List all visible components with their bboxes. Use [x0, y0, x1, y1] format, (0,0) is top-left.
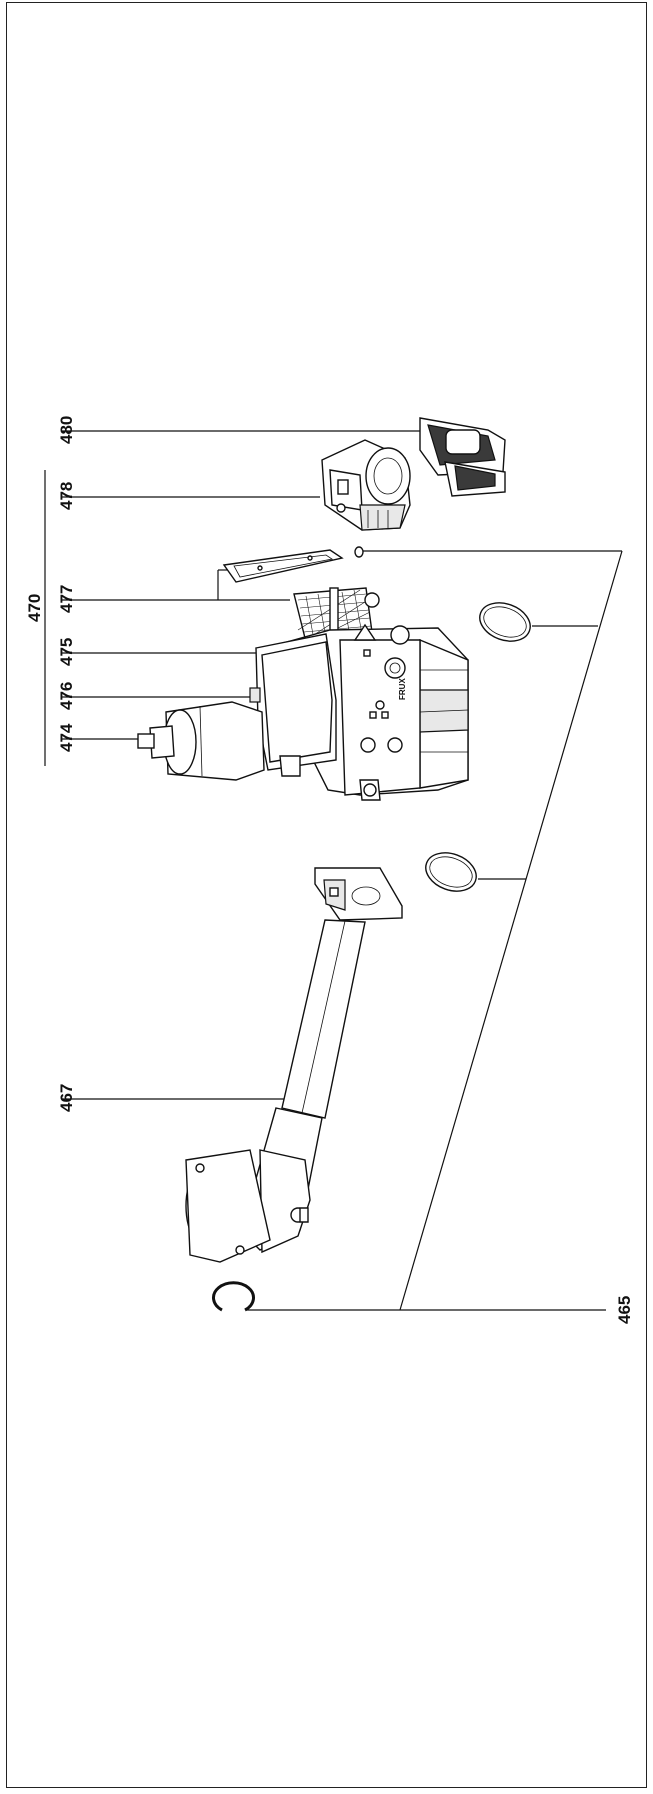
label-476: 476 [57, 682, 76, 710]
part-465-oring-mid [425, 852, 477, 892]
label-474: 474 [57, 723, 76, 752]
part-465-small-oring [354, 546, 364, 558]
part-477-gasket [222, 549, 344, 583]
label-470: 470 [25, 594, 44, 622]
label-475: 475 [57, 638, 76, 666]
part-478-actuator [321, 439, 411, 531]
label-478: 478 [57, 482, 76, 510]
part-480-bracket [419, 417, 506, 497]
leader-465-diagonal [399, 550, 623, 1311]
label-467: 467 [57, 1084, 76, 1112]
part-467-manifold [185, 867, 403, 1263]
part-465-oring-small [212, 1281, 255, 1312]
svg-text:FRUX: FRUX [398, 678, 407, 700]
label-465: 465 [615, 1296, 634, 1324]
part-465-oring-large [479, 602, 531, 642]
label-477: 477 [57, 585, 76, 613]
label-480: 480 [57, 416, 76, 444]
drawing-frame [6, 2, 647, 1788]
part-474-coil [137, 701, 265, 781]
